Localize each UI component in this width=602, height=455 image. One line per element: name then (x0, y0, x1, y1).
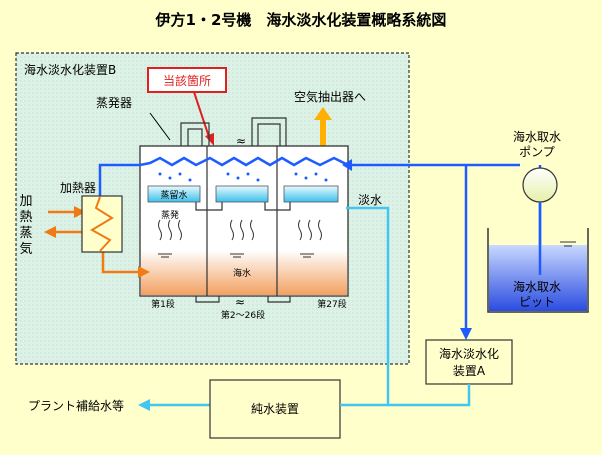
highlight-box (147, 67, 227, 93)
heating-steam-char-4: 気 (19, 241, 32, 257)
unit-a-feed-arrowhead (460, 328, 472, 340)
evaporator-label: 蒸発器 (96, 96, 132, 110)
seawater-label: 海水 (233, 267, 251, 279)
unit-a-freshwater-line (426, 384, 471, 407)
steam-to-vessel-arrowhead (138, 266, 150, 278)
seawater-pit-water (489, 245, 587, 311)
stage-last-label: 第27段 (317, 298, 346, 310)
pure-water-unit-label: 純水装置 (251, 402, 299, 416)
seawater-pump (522, 167, 558, 203)
air-extractor-label: 空気抽出器へ (294, 89, 366, 104)
seawater-pump-label-1: 海水取水 (513, 129, 561, 144)
pit-level-mark (560, 241, 576, 247)
heater-coil (90, 196, 114, 252)
fresh-water-label: 淡水 (358, 193, 382, 207)
seawater-line-arrowhead (342, 159, 352, 171)
steam-out-arrowhead (44, 226, 56, 238)
vapor-vents (180, 117, 287, 147)
heating-steam-char-3: 蒸 (19, 226, 32, 241)
tray-links (195, 202, 291, 211)
break-mark-top: ≈ (236, 134, 246, 148)
unit-a-label-1: 海水淡水化 (439, 346, 499, 361)
break-mark-bottom: ≈ (235, 295, 245, 309)
water-droplets (158, 172, 328, 182)
distilled-tray-3 (283, 185, 339, 203)
heating-steam-char-1: 加 (19, 194, 32, 209)
evaporator-pointer (149, 112, 171, 141)
air-extractor-arrowhead (314, 107, 332, 120)
stage-first-label: 第1段 (151, 298, 175, 310)
highlight-arrow (193, 91, 211, 141)
freshwater-line (150, 206, 426, 407)
distilled-water-label: 蒸留水 (160, 189, 187, 201)
seawater-pool (141, 250, 347, 295)
steam-in-arrowhead (74, 206, 86, 218)
plant-water-arrowhead (138, 399, 150, 411)
evaporation-waves (158, 219, 322, 241)
highlight-label: 当該箇所 (163, 73, 211, 88)
unit-b-label: 海水淡水化装置B (24, 62, 116, 77)
seawater-pit (487, 228, 589, 313)
plant-water-label: プラント補給水等 (28, 399, 124, 413)
air-extractor-pipe (320, 118, 326, 148)
distilled-tray-1 (147, 185, 201, 203)
water-level-marks (158, 253, 314, 258)
unit-a-label-2: 装置A (453, 364, 486, 378)
heater-label: 加熱器 (60, 181, 96, 195)
stage-middle-label: 第2～26段 (221, 309, 265, 321)
seawater-pit-label-2: ピット (519, 295, 555, 309)
evaporation-label: 蒸発 (161, 209, 179, 221)
diagram-title: 伊方1・2号機 海水淡水化装置概略系統図 (155, 11, 447, 29)
brine-pipes (195, 296, 291, 303)
unit-a-box (425, 339, 513, 385)
pure-water-unit-box (209, 379, 341, 439)
distilled-tray-2 (215, 185, 269, 203)
seawater-pit-label-1: 海水取水 (513, 279, 561, 294)
heating-steam-char-2: 熱 (19, 210, 32, 225)
seawater-pump-label-2: ポンプ (519, 145, 555, 159)
